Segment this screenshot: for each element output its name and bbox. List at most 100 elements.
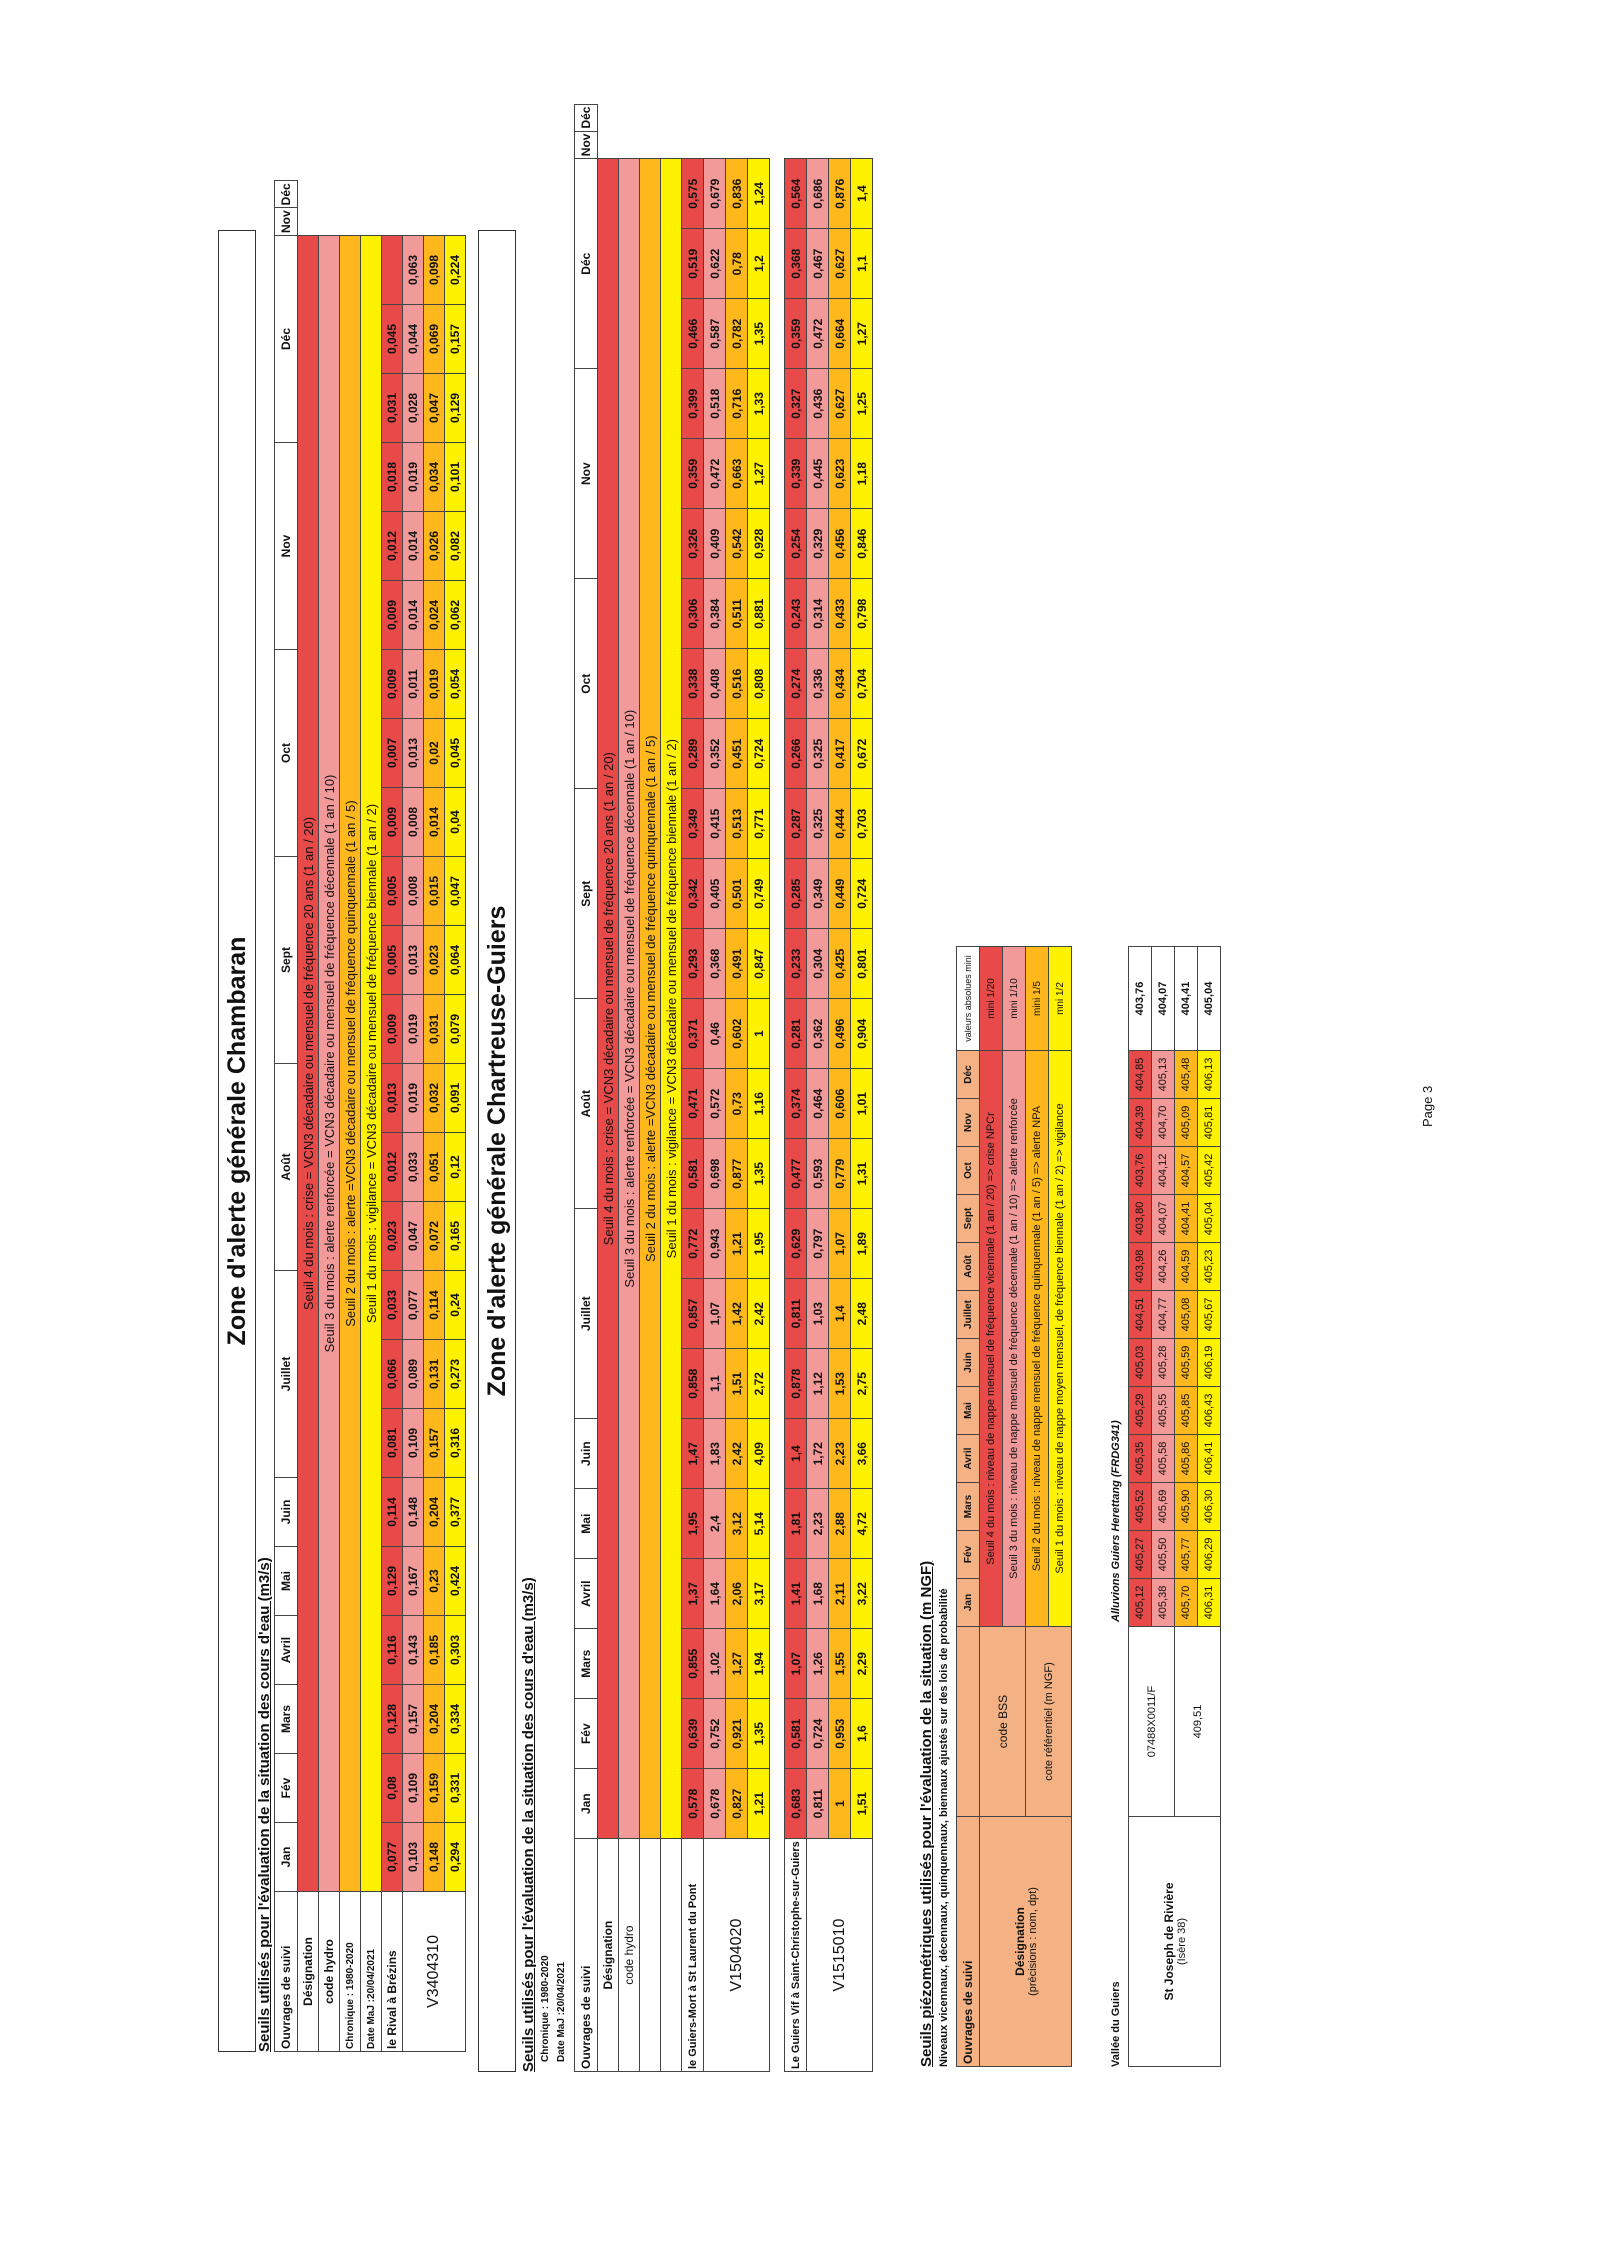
threshold-value: 0,23	[423, 1546, 445, 1616]
threshold-value: 1,25	[850, 368, 873, 439]
header-month: Juin	[574, 1418, 598, 1489]
threshold-value: 3,22	[850, 1558, 873, 1629]
threshold-value: 0,285	[784, 858, 807, 929]
threshold-value: 0,415	[703, 788, 726, 859]
threshold-value: 1,1	[850, 228, 873, 299]
piezo-seuil-band: Seuil 3 du mois : niveau de nappe mensue…	[1002, 1050, 1026, 1627]
header-blank	[956, 1626, 980, 1817]
header-month: Déc	[274, 180, 298, 208]
threshold-value: 3,66	[850, 1418, 873, 1489]
threshold-value: 1,27	[850, 298, 873, 369]
header-month: Avril	[956, 1434, 980, 1483]
piezo-value: 405,81	[1197, 1098, 1221, 1147]
mini-label: mni 1/2	[1048, 946, 1072, 1051]
piezo-value: 405,08	[1174, 1290, 1198, 1339]
threshold-value: 0,045	[444, 718, 466, 788]
threshold-value: 0,409	[703, 508, 726, 579]
threshold-value: 1,21	[747, 1768, 770, 1839]
threshold-value: 0,082	[444, 511, 466, 581]
threshold-value: 0,542	[725, 508, 748, 579]
threshold-value: 0,78	[725, 228, 748, 299]
threshold-value: 0,627	[828, 368, 851, 439]
mini-label: mini 1/5	[1025, 946, 1049, 1051]
threshold-value: 0,779	[828, 1138, 851, 1209]
piezo-station-name: St Joseph de Rivière	[1161, 1882, 1176, 2001]
threshold-value: 0,587	[703, 298, 726, 369]
threshold-value: 1,37	[681, 1558, 704, 1629]
header-month: Juillet	[274, 1270, 298, 1478]
threshold-value: 0,008	[402, 787, 424, 857]
threshold-value: 0,836	[725, 158, 748, 229]
seuil-text: Seuil 2 du mois : alerte =VCN3 décadaire…	[342, 800, 358, 1327]
piezo-value: 405,35	[1128, 1434, 1152, 1483]
threshold-value: 0,04	[444, 787, 466, 857]
threshold-value: 0,359	[681, 438, 704, 509]
piezo-value: 404,07	[1151, 1194, 1175, 1243]
header-month: Juin	[274, 1477, 298, 1547]
threshold-value: 0,368	[784, 228, 807, 299]
threshold-value: 2,11	[828, 1558, 851, 1629]
threshold-value: 0,339	[784, 438, 807, 509]
header-month: Jan	[956, 1578, 980, 1627]
cote-header: cote référentiel (m NGF)	[1025, 1626, 1072, 1817]
threshold-value: 0,519	[681, 228, 704, 299]
threshold-value: 0,703	[850, 788, 873, 859]
threshold-value: 0,005	[381, 925, 403, 995]
threshold-value: 0,847	[747, 928, 770, 999]
threshold-value: 0,683	[784, 1768, 807, 1839]
threshold-value: 0,064	[444, 925, 466, 995]
threshold-value: 0,24	[444, 1270, 466, 1340]
piezo-value: 404,77	[1151, 1290, 1175, 1339]
threshold-value: 0,782	[725, 298, 748, 369]
threshold-value: 0,578	[681, 1768, 704, 1839]
threshold-value: 0,014	[402, 511, 424, 581]
threshold-value: 1,51	[725, 1348, 748, 1419]
zone-title-chambaran: Zone d'alerte générale Chambaran	[218, 230, 256, 2052]
threshold-value: 0,077	[381, 1822, 403, 1892]
threshold-value: 0,518	[703, 368, 726, 439]
piezo-cote: 409,51	[1174, 1626, 1221, 1817]
threshold-value: 0,157	[444, 304, 466, 374]
threshold-value: 1,4	[784, 1418, 807, 1489]
seuil-text: Seuil 3 du mois : alerte renforcée = VCN…	[621, 709, 637, 1288]
threshold-value: 2,72	[747, 1348, 770, 1419]
threshold-value: 0,116	[381, 1615, 403, 1685]
station-name: le Guiers-Mort à St Laurent du Pont	[681, 1838, 704, 2072]
threshold-value: 0,606	[828, 1068, 851, 1139]
threshold-value: 2,4	[703, 1488, 726, 1559]
threshold-value: 1,6	[850, 1698, 873, 1769]
threshold-value: 1,83	[703, 1418, 726, 1489]
threshold-value: 0,005	[381, 856, 403, 926]
threshold-value: 2,06	[725, 1558, 748, 1629]
threshold-value: 0,449	[828, 858, 851, 929]
threshold-value: 0,066	[381, 1339, 403, 1409]
threshold-value: 0,928	[747, 508, 770, 579]
piezo-value: 403,98	[1128, 1242, 1152, 1291]
threshold-value: 0,501	[725, 858, 748, 929]
piezo-station-dpt: (Isère 38)	[1175, 1917, 1188, 1966]
threshold-value: 0,045	[381, 304, 403, 374]
threshold-value: 0,445	[806, 438, 829, 509]
station-name: le Rival à Brézins	[381, 1891, 403, 2052]
threshold-value: 0,063	[402, 235, 424, 305]
threshold-value: 1,18	[850, 438, 873, 509]
header-month: Déc	[274, 235, 298, 443]
threshold-value: 0,033	[381, 1270, 403, 1340]
header-month: Avril	[274, 1615, 298, 1685]
threshold-value: 2,48	[850, 1278, 873, 1349]
header-month: Fév	[274, 1753, 298, 1823]
threshold-value: 0,342	[681, 858, 704, 929]
threshold-value: 0,233	[784, 928, 807, 999]
threshold-value: 1,16	[747, 1068, 770, 1139]
threshold-value: 0,114	[381, 1477, 403, 1547]
threshold-value: 1,1	[703, 1348, 726, 1419]
header-month: Jan	[274, 1822, 298, 1892]
threshold-value: 0,664	[828, 298, 851, 369]
threshold-value: 0,663	[725, 438, 748, 509]
threshold-value: 0,377	[444, 1477, 466, 1547]
header-month: Août	[956, 1242, 980, 1291]
piezo-value: 405,55	[1151, 1386, 1175, 1435]
threshold-value: 0,047	[444, 856, 466, 926]
